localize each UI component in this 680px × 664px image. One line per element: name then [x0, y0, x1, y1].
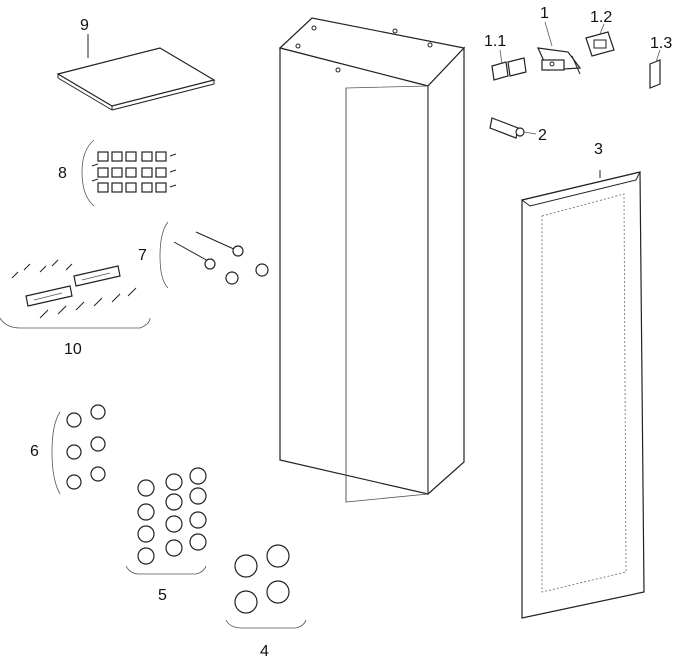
- screw-and-cap-set: [159, 221, 269, 289]
- shelf-support-pins: [91, 151, 177, 193]
- mounting-screws-top: [11, 259, 73, 279]
- label-6: 6: [30, 443, 39, 460]
- wood-screws: [173, 231, 244, 270]
- cabinet-body: [278, 17, 466, 503]
- mounting-dowels-bottom: [39, 287, 137, 319]
- hinge-mounting-plate: [585, 31, 615, 57]
- mounting-brackets: [25, 265, 121, 307]
- hinge-clip: [649, 59, 661, 89]
- label-5: 5: [158, 587, 167, 604]
- label-9: 9: [80, 17, 89, 34]
- large-knob-set: [225, 544, 307, 629]
- door-panel: [520, 170, 645, 619]
- label-3: 3: [594, 141, 603, 158]
- hinge-assembly: [537, 47, 582, 75]
- small-knob-set: [51, 404, 106, 495]
- glass-shelf: [56, 34, 216, 111]
- label-1-2: 1.2: [590, 9, 612, 26]
- hinge-cover-plates: [491, 57, 527, 81]
- label-8: 8: [58, 165, 67, 182]
- label-1-1: 1.1: [484, 33, 506, 50]
- push-to-open-buffer: [489, 117, 525, 139]
- medium-knob-set: [125, 467, 207, 575]
- label-10: 10: [64, 341, 82, 358]
- label-4: 4: [260, 643, 269, 660]
- label-2: 2: [538, 127, 547, 144]
- label-1: 1: [540, 5, 549, 22]
- label-7: 7: [138, 247, 147, 264]
- label-1-3: 1.3: [650, 35, 672, 52]
- cover-caps: [225, 263, 269, 285]
- part-labels: 1 1.1 1.2 1.3 2 3 4 5 6 7 8 9 10: [30, 5, 672, 660]
- wall-mounting-kit: [0, 259, 151, 329]
- leader-lines: [499, 21, 661, 135]
- shelf-support-set: [81, 139, 177, 207]
